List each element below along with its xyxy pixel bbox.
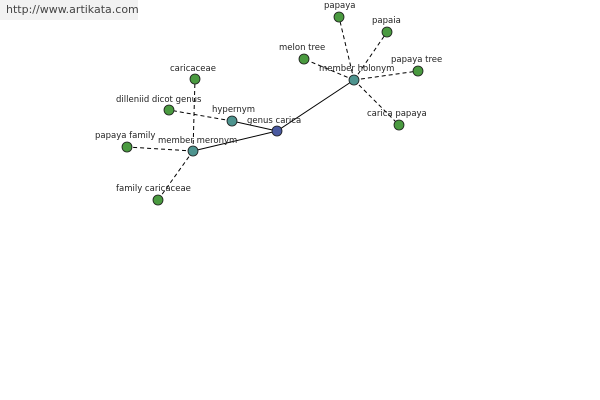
edge-holonym-papaya: [338, 16, 355, 81]
watermark-link[interactable]: http://www.artikata.com: [0, 0, 139, 20]
node-holonym[interactable]: [348, 74, 360, 86]
node-papaya-tree[interactable]: [412, 65, 424, 77]
node-papaya[interactable]: [333, 11, 345, 23]
node-label-dillenid: dilleniid dicot genus: [116, 95, 202, 105]
node-label-melon-tree: melon tree: [279, 43, 325, 53]
node-label-meronym: member meronym: [158, 136, 237, 146]
nodes-layer: [121, 11, 424, 206]
edge-meronym-papaya_family: [126, 146, 194, 152]
node-label-holonym: member holonym: [319, 64, 394, 74]
node-caricaceae[interactable]: [189, 73, 201, 85]
node-hypernym[interactable]: [226, 115, 238, 127]
edge-holonym-papaia: [353, 31, 388, 81]
edge-genus-holonym: [276, 79, 355, 132]
edge-holonym-melon_tree: [303, 58, 355, 81]
node-meronym[interactable]: [187, 145, 199, 157]
node-family-caricaceae[interactable]: [152, 194, 164, 206]
edge-meronym-family_caricaceae: [157, 150, 194, 201]
node-label-papaya-tree: papaya tree: [391, 55, 442, 65]
node-label-hypernym: hypernym: [212, 105, 255, 115]
edge-meronym-caricaceae: [192, 78, 196, 152]
node-melon-tree[interactable]: [298, 53, 310, 65]
node-label-caricaceae: caricaceae: [170, 64, 216, 74]
node-label-papaya: papaya: [324, 1, 355, 11]
edge-hypernym-dillenid: [168, 109, 233, 122]
node-label-papaia: papaia: [372, 16, 401, 26]
edge-holonym-papaya_tree: [353, 70, 419, 81]
node-label-family-caricaceae: family caricaceae: [116, 184, 191, 194]
edge-holonym-carica_papaya: [353, 79, 400, 126]
node-papaia[interactable]: [381, 26, 393, 38]
node-label-carica-papaya: carica papaya: [367, 109, 427, 119]
edges-layer: [126, 16, 419, 201]
node-label-papaya-family: papaya family: [95, 131, 155, 141]
node-label-genus: genus carica: [247, 116, 301, 126]
edge-genus-meronym: [192, 130, 278, 152]
node-dillenid[interactable]: [163, 104, 175, 116]
node-genus[interactable]: [271, 125, 283, 137]
node-papaya-family[interactable]: [121, 141, 133, 153]
edge-genus-hypernym: [231, 120, 278, 132]
node-carica-papaya[interactable]: [393, 119, 405, 131]
